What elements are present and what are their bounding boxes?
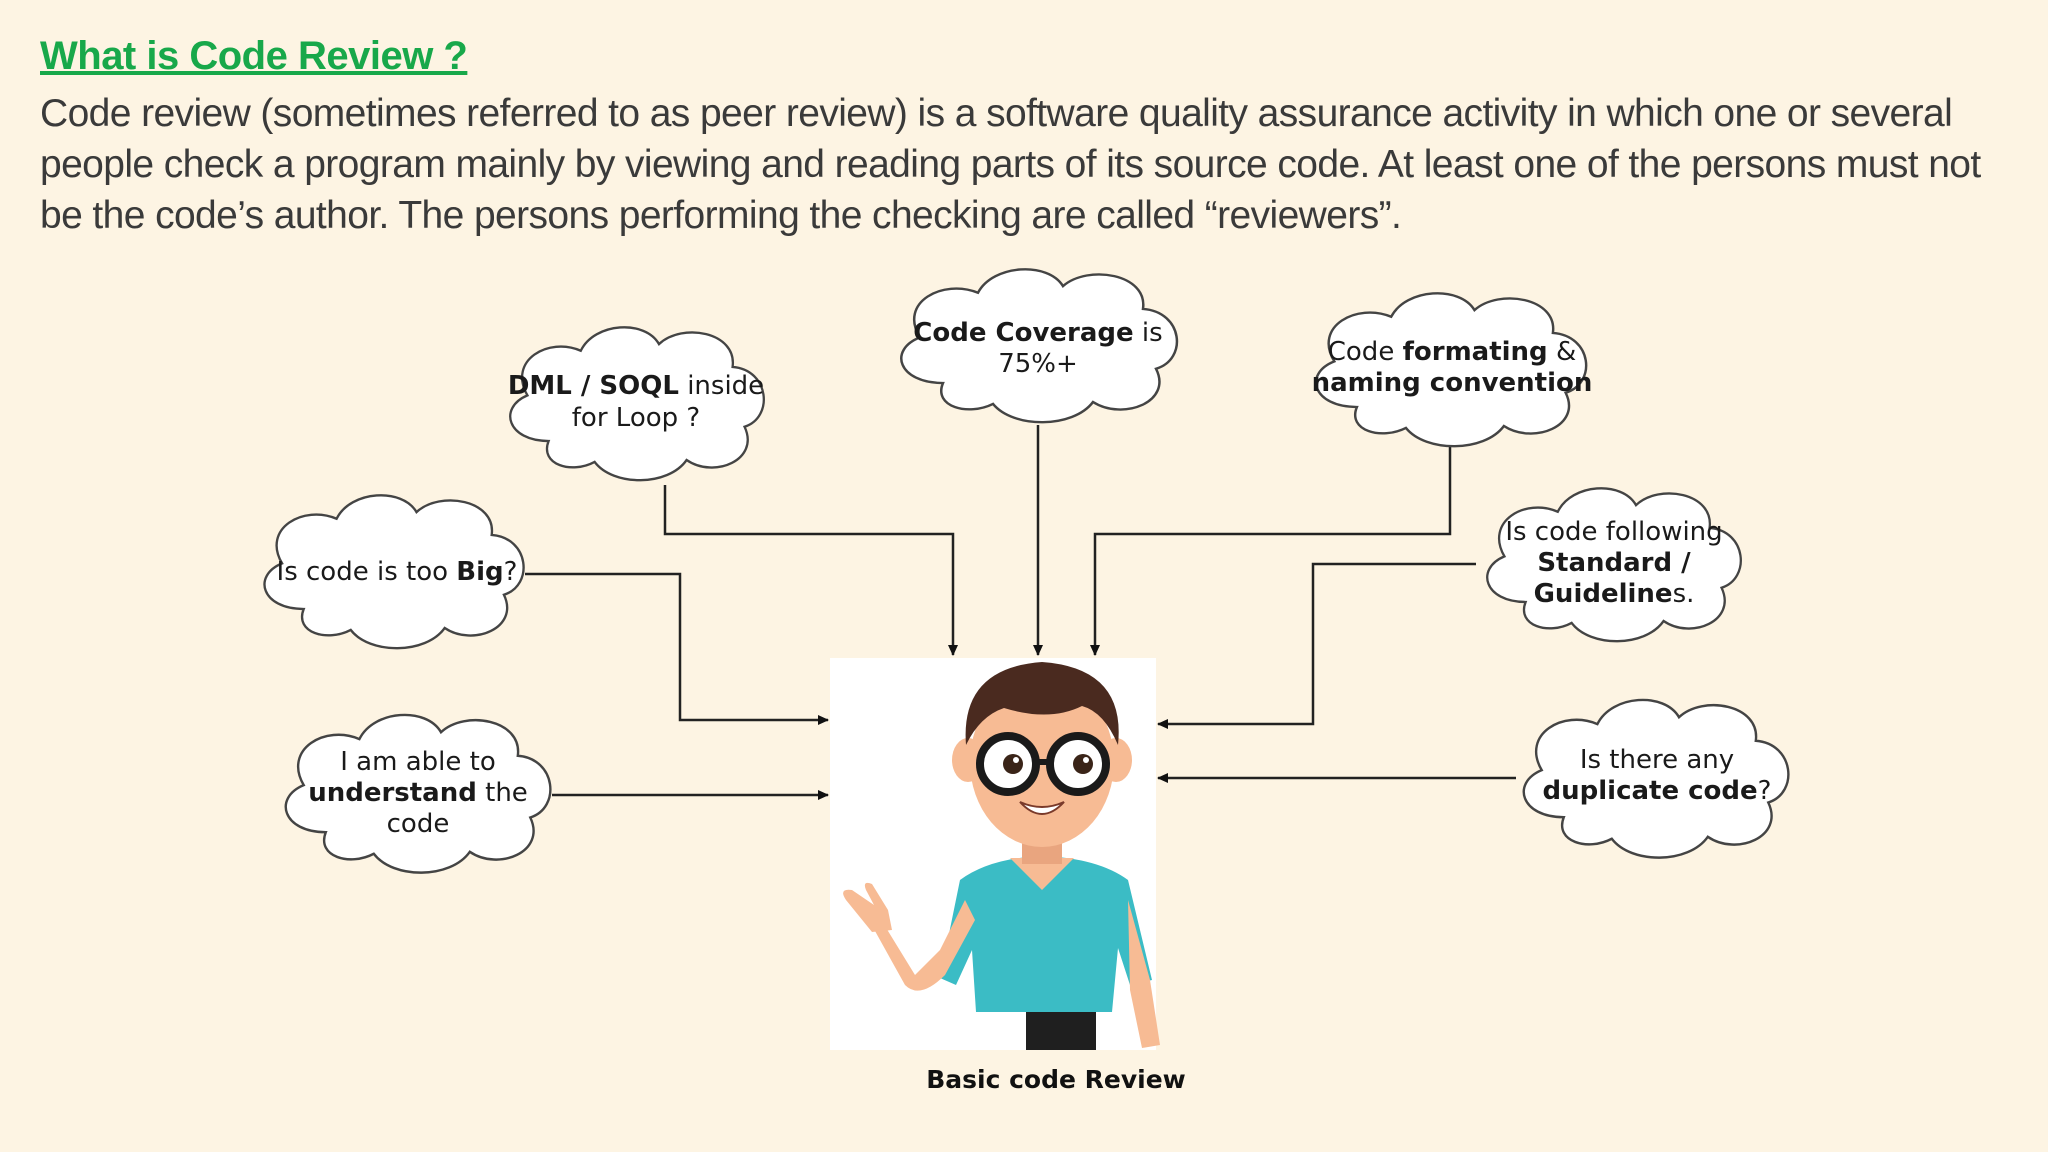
cloud-coverage-bold: Code Coverage — [913, 318, 1133, 348]
cloud-standard-line2: Standard / — [1537, 548, 1691, 578]
cloud-code-coverage: Code Coverage is 75%+ — [900, 268, 1179, 424]
cloud-big-pre: Is code is too — [277, 557, 457, 587]
cloud-formatting-bold: formating — [1403, 337, 1548, 367]
cloud-code-too-big: Is code is too Big? — [263, 494, 525, 650]
cloud-understand-line3: code — [387, 809, 450, 839]
svg-text:Guidelines.: Guidelines. — [1534, 579, 1695, 609]
waving-hand — [843, 882, 892, 932]
svg-text:Code Coverage is: Code Coverage is — [913, 318, 1162, 348]
cloud-understand-code: I am able to understand the code — [284, 713, 552, 874]
cloud-standard-line3-bold: Guideline — [1534, 579, 1673, 609]
svg-text:Code formating &: Code formating & — [1328, 337, 1576, 367]
cloud-formatting: Code formating & naming convention — [1312, 292, 1593, 448]
cloud-formatting-line2: naming convention — [1312, 368, 1593, 398]
smile — [1019, 801, 1065, 815]
connector-lines — [525, 425, 1516, 800]
cloud-duplicate-line1: Is there any — [1580, 745, 1734, 775]
cloud-big-rest: ? — [504, 557, 518, 587]
svg-text:Is code is too Big?: Is code is too Big? — [277, 557, 518, 587]
cloud-formatting-pre: Code — [1328, 337, 1403, 367]
cloud-coverage-rest: is — [1134, 318, 1163, 348]
cloud-dml-rest: inside — [679, 371, 764, 401]
diagram-caption: Basic code Review — [926, 1065, 1186, 1094]
connector-dml — [663, 485, 958, 656]
cloud-standard-line3-rest: s. — [1673, 579, 1695, 609]
shirt — [940, 856, 1152, 1012]
svg-text:understand the: understand the — [308, 778, 528, 808]
cloud-standard-guidelines: Is code following Standard / Guidelines. — [1486, 487, 1742, 643]
cloud-understand-rest: the — [477, 778, 528, 808]
connector-formatting — [1090, 445, 1452, 656]
glasses-icon — [976, 732, 1110, 796]
page-title: What is Code Review ? — [40, 34, 468, 78]
svg-text:DML / SOQL inside: DML / SOQL inside — [508, 371, 764, 401]
cloud-duplicate-rest: ? — [1758, 776, 1772, 806]
cloud-dml-bold: DML / SOQL — [508, 371, 679, 401]
cloud-coverage-line2: 75%+ — [998, 349, 1078, 379]
cloud-understand-bold: understand — [308, 778, 477, 808]
connector-standard — [1157, 562, 1476, 729]
cloud-formatting-rest: & — [1548, 337, 1577, 367]
cloud-dml-soql: DML / SOQL inside for Loop ? — [508, 326, 765, 482]
connector-big — [525, 572, 829, 725]
cloud-big-bold: Big — [456, 557, 503, 587]
svg-text:duplicate code?: duplicate code? — [1543, 776, 1772, 806]
cloud-duplicate-bold: duplicate code — [1543, 776, 1758, 806]
reviewer-illustration — [830, 658, 1160, 1050]
cloud-understand-line1: I am able to — [340, 747, 495, 777]
description-paragraph: Code review (sometimes referred to as pe… — [40, 92, 1981, 237]
hair — [965, 662, 1119, 745]
cloud-dml-line2: for Loop ? — [572, 403, 700, 433]
cloud-duplicate-code: Is there any duplicate code? — [1522, 698, 1790, 859]
cloud-standard-line1: Is code following — [1505, 517, 1722, 547]
